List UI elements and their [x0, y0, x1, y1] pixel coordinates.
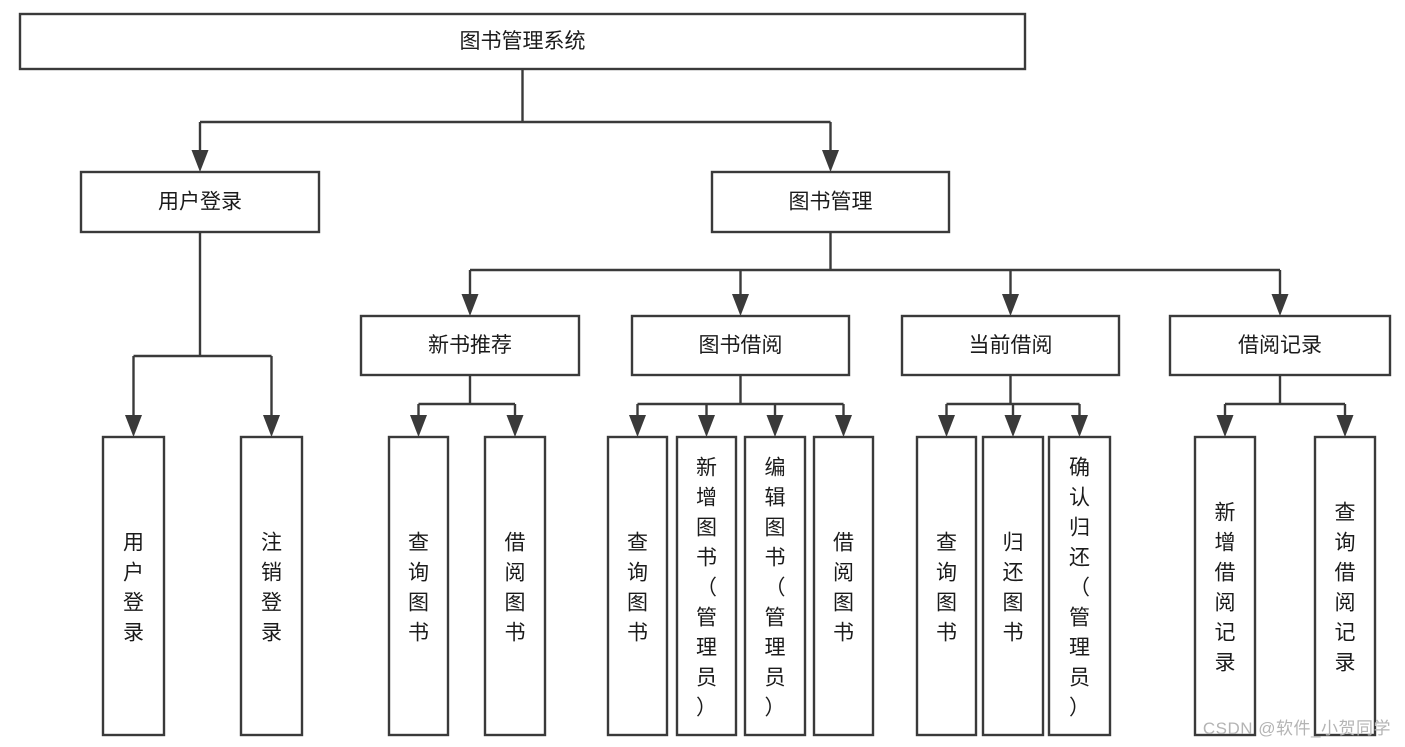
- arrow-head-book-borrow: [732, 294, 749, 316]
- node-leaf-add-borrow-record[interactable]: 新增借阅记录: [1193, 435, 1257, 737]
- node-borrow-record[interactable]: 借阅记录: [1168, 314, 1392, 377]
- arrow-head-leaf-query-book-borrow: [629, 415, 646, 437]
- arrow-head-leaf-user-login: [125, 415, 142, 437]
- node-label-leaf-return-book: 归还图书: [1003, 531, 1024, 644]
- node-label-book-borrow: 图书借阅: [699, 334, 783, 357]
- arrow-head-leaf-add-borrow-record: [1216, 415, 1234, 437]
- arrow-head-leaf-return-book: [1004, 415, 1022, 437]
- node-label-leaf-borrow-book: 借阅图书: [833, 531, 854, 644]
- node-box-user-login: [79, 170, 321, 234]
- nodes-group: 图书管理系统用户登录图书管理新书推荐图书借阅当前借阅借阅记录用户登录注销登录查询…: [18, 12, 1392, 737]
- node-label-leaf-query-book-current: 查询图书: [936, 531, 957, 644]
- connector-lines-group: [125, 69, 1354, 437]
- node-book-management[interactable]: 图书管理: [710, 170, 951, 234]
- node-box-leaf-borrow-book-rec: [483, 435, 547, 737]
- node-label-leaf-query-book-borrow: 查询图书: [627, 531, 648, 644]
- node-label-user-login: 用户登录: [158, 191, 242, 214]
- node-box-leaf-query-book-borrow: [606, 435, 669, 737]
- node-box-leaf-return-book: [981, 435, 1045, 737]
- node-leaf-query-borrow-record[interactable]: 查询借阅记录: [1313, 435, 1377, 737]
- arrow-head-leaf-borrow-book-rec: [506, 415, 524, 437]
- node-box-leaf-edit-book: [743, 435, 807, 737]
- node-leaf-logout[interactable]: 注销登录: [239, 435, 304, 737]
- node-box-borrow-record: [1168, 314, 1392, 377]
- node-leaf-confirm-return[interactable]: 确认归还（管理员）: [1047, 435, 1112, 737]
- node-leaf-edit-book[interactable]: 编辑图书（管理员）: [743, 435, 807, 737]
- csdn-watermark: CSDN @软件_小贺同学: [1202, 719, 1391, 738]
- node-root[interactable]: 图书管理系统: [18, 12, 1027, 71]
- node-label-new-book-recommend: 新书推荐: [428, 334, 512, 357]
- node-leaf-borrow-book[interactable]: 借阅图书: [812, 435, 875, 737]
- node-current-borrow[interactable]: 当前借阅: [900, 314, 1121, 377]
- node-label-leaf-logout: 注销登录: [261, 531, 282, 644]
- node-label-leaf-query-borrow-record: 查询借阅记录: [1335, 501, 1356, 674]
- arrow-head-borrow-record: [1271, 294, 1289, 316]
- node-box-current-borrow: [900, 314, 1121, 377]
- node-box-book-borrow: [630, 314, 851, 377]
- arrow-head-book-management: [822, 150, 839, 172]
- node-user-login[interactable]: 用户登录: [79, 170, 321, 234]
- node-leaf-query-book-borrow[interactable]: 查询图书: [606, 435, 669, 737]
- node-label-leaf-add-borrow-record: 新增借阅记录: [1215, 501, 1236, 674]
- node-label-leaf-borrow-book-rec: 借阅图书: [505, 531, 526, 644]
- arrow-head-leaf-edit-book: [766, 415, 784, 437]
- node-label-leaf-edit-book: 编辑图书（管理员）: [765, 456, 786, 719]
- arrow-head-leaf-query-book-rec: [410, 415, 427, 437]
- node-box-leaf-confirm-return: [1047, 435, 1112, 737]
- node-label-book-management: 图书管理: [789, 191, 873, 214]
- node-leaf-query-book-current[interactable]: 查询图书: [915, 435, 978, 737]
- node-label-leaf-confirm-return: 确认归还（管理员）: [1069, 456, 1090, 719]
- arrow-head-leaf-borrow-book: [835, 415, 852, 437]
- node-leaf-return-book[interactable]: 归还图书: [981, 435, 1045, 737]
- arrow-head-leaf-confirm-return: [1071, 415, 1088, 437]
- node-box-leaf-add-book: [675, 435, 738, 737]
- arrow-head-leaf-add-book: [698, 415, 715, 437]
- node-box-leaf-logout: [239, 435, 304, 737]
- arrow-head-new-book-recommend: [461, 294, 479, 316]
- node-book-borrow[interactable]: 图书借阅: [630, 314, 851, 377]
- node-label-borrow-record: 借阅记录: [1238, 334, 1322, 357]
- node-box-leaf-query-borrow-record: [1313, 435, 1377, 737]
- node-box-root: [18, 12, 1027, 71]
- node-label-leaf-add-book: 新增图书（管理员）: [696, 456, 717, 719]
- arrow-head-leaf-logout: [263, 415, 280, 437]
- node-leaf-query-book-rec[interactable]: 查询图书: [387, 435, 450, 737]
- node-box-leaf-query-book-rec: [387, 435, 450, 737]
- node-label-current-borrow: 当前借阅: [969, 334, 1053, 357]
- node-leaf-borrow-book-rec[interactable]: 借阅图书: [483, 435, 547, 737]
- arrow-head-user-login: [191, 150, 209, 172]
- node-box-leaf-add-borrow-record: [1193, 435, 1257, 737]
- node-box-leaf-user-login: [101, 435, 166, 737]
- node-label-leaf-query-book-rec: 查询图书: [408, 531, 429, 644]
- node-box-book-management: [710, 170, 951, 234]
- node-label-leaf-user-login: 用户登录: [123, 531, 144, 644]
- node-box-leaf-borrow-book: [812, 435, 875, 737]
- node-box-new-book-recommend: [359, 314, 581, 377]
- arrow-head-leaf-query-book-current: [938, 415, 955, 437]
- node-new-book-recommend[interactable]: 新书推荐: [359, 314, 581, 377]
- node-box-leaf-query-book-current: [915, 435, 978, 737]
- node-label-root: 图书管理系统: [460, 30, 586, 53]
- arrow-head-leaf-query-borrow-record: [1336, 415, 1354, 437]
- node-leaf-add-book[interactable]: 新增图书（管理员）: [675, 435, 738, 737]
- arrow-head-current-borrow: [1002, 294, 1019, 316]
- node-leaf-user-login[interactable]: 用户登录: [101, 435, 166, 737]
